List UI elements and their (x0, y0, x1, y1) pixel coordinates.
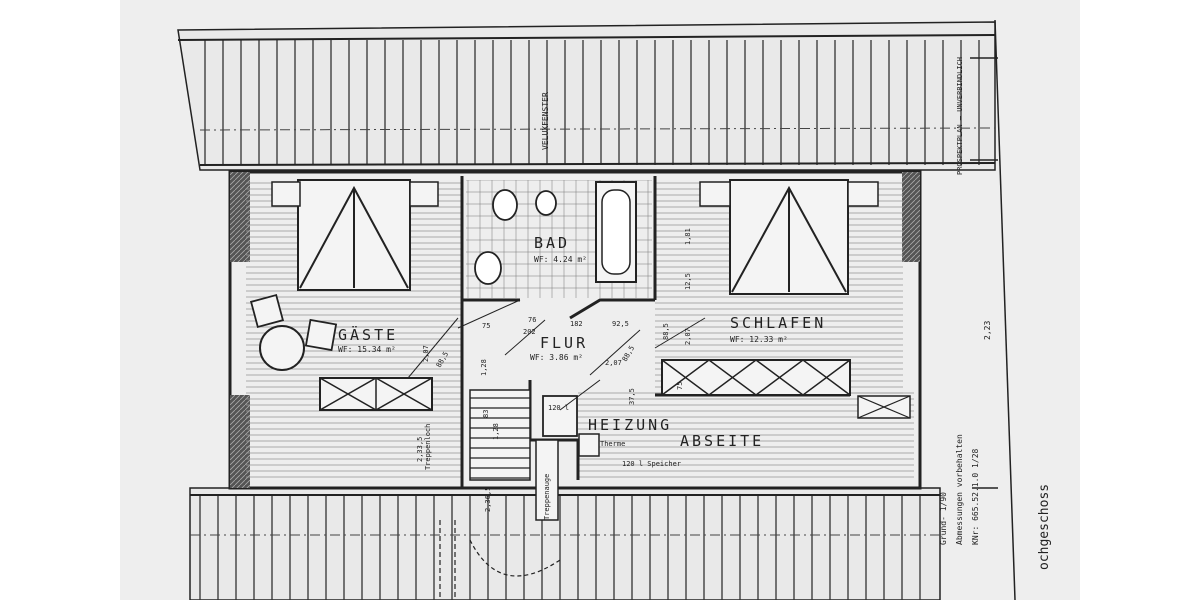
staircase (439, 389, 561, 600)
room-name-heizung: HEIZUNG (588, 416, 672, 434)
dim-label: 2,33,5 (416, 437, 424, 462)
dim-label: 92,5 (612, 320, 629, 328)
treppenauge-label: Treppenauge (543, 474, 551, 520)
room-area-flur: WF: 3.86 m² (530, 353, 583, 362)
room-name-abseite: ABSEITE (680, 432, 764, 450)
guest-bed (271, 179, 439, 291)
dimension-lines (407, 299, 706, 411)
dim-label: 75 (482, 322, 490, 330)
dim-label: 182 (570, 320, 583, 328)
room-name-bad: BAD (534, 234, 570, 252)
floor-title: ochgeschoss (1037, 484, 1052, 570)
guest-table-chairs (249, 293, 338, 371)
note-reserved: Abmessungen vorbehalten (955, 434, 964, 545)
dim-label: 75 (676, 382, 684, 390)
room-area-bad: WF: 4.24 m² (534, 255, 587, 264)
heating-equipment (542, 395, 600, 457)
room-area-gaeste: WF: 15.34 m² (338, 345, 396, 354)
dim-label: 88,5 (621, 344, 636, 363)
note-knr: KNr: 665.52.1.0 1/28 (971, 448, 980, 545)
roof-bottom (189, 487, 941, 600)
therme-label: Therme (600, 440, 625, 448)
room-name-schlafen: SCHLAFEN (730, 314, 826, 332)
guest-wardrobe (319, 377, 433, 411)
roof-top (177, 21, 996, 171)
dim-label: 1,28 (492, 423, 500, 440)
dim-label: 12,5 (684, 273, 692, 290)
bedroom-wardrobe (661, 359, 911, 419)
dim-label: 76 (528, 316, 536, 324)
tank-label: 120 l (548, 404, 569, 412)
dim-label: 2,07 (605, 359, 622, 367)
room-name-gaeste: GÄSTE (338, 325, 398, 344)
note-scale: Grund- 1/90 (939, 492, 948, 545)
margin-ticks (970, 19, 1016, 600)
dim-label: 88,5 (662, 323, 670, 340)
treppenloch-label: Treppenloch (424, 424, 432, 470)
dim-label: 2,07 (684, 328, 692, 345)
room-name-flur: FLUR (540, 334, 588, 352)
faint-stamp: PROSPEKTPLAN – UNVERBINDLICH (956, 57, 964, 175)
side-scale-label: 2,23 (983, 321, 992, 340)
velux-window-label: VELUXFENSTER (541, 92, 550, 150)
bedroom-bed (699, 179, 879, 295)
dim-label: 1,81 (684, 228, 692, 245)
bathroom-fixtures (474, 181, 637, 285)
dim-label: 2,36,5 (484, 487, 492, 512)
dim-label: 2,07 (422, 345, 430, 362)
dim-label: 1,28 (480, 359, 488, 376)
speicher-label: 120 l Speicher (622, 460, 681, 468)
dim-label: 83 (482, 410, 490, 418)
dim-label: 37,5 (628, 388, 636, 405)
dim-label: 202 (523, 328, 536, 336)
room-area-schlafen: WF: 12.33 m² (730, 335, 788, 344)
